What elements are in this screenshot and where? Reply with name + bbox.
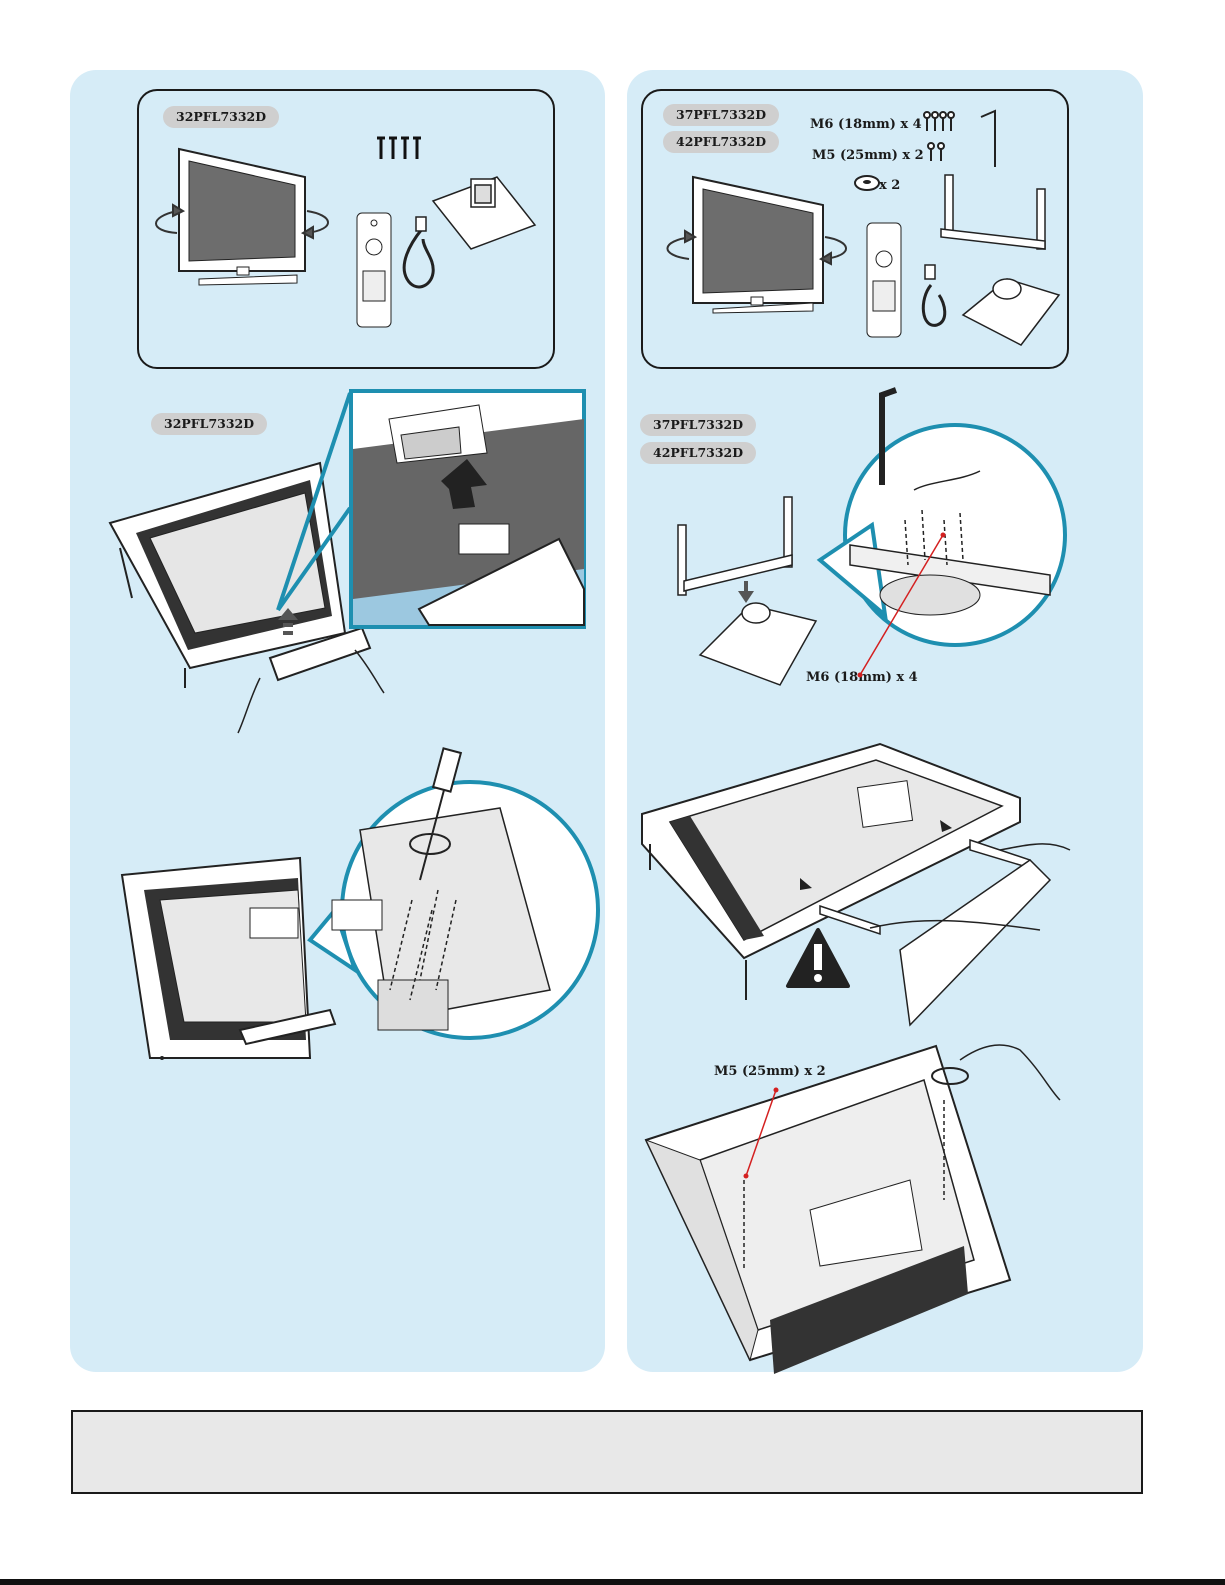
right-step3-illustration [640, 740, 1080, 1030]
note-box [71, 1410, 1143, 1494]
screw-icon [924, 112, 954, 161]
zoom-inset-illustration [349, 389, 586, 629]
stand-base-illustration [433, 177, 535, 249]
footer-rule [0, 1579, 1225, 1585]
right-step4-illustration [640, 1040, 1070, 1370]
right-step2-illustration [660, 385, 1060, 685]
power-cord-icon [404, 217, 433, 287]
screw-icon [377, 137, 421, 159]
stand-base-illustration [700, 603, 816, 685]
left-step3-illustration [120, 740, 590, 1065]
zoom-callout-outline [310, 782, 598, 1070]
right-package-contents-illustration [641, 89, 1065, 365]
remote-control-icon [357, 213, 391, 327]
left-package-contents-illustration [137, 89, 551, 365]
tv-illustration [693, 177, 823, 313]
tv-illustration [179, 149, 305, 285]
washer-icon [855, 176, 879, 190]
remote-control-icon [867, 223, 901, 337]
warning-icon [788, 930, 848, 986]
allen-key-icon [981, 111, 995, 167]
arrow-down-icon [738, 581, 754, 603]
stand-base-illustration [963, 279, 1059, 345]
power-cord-icon [923, 265, 944, 325]
stand-bracket-illustration [941, 175, 1045, 249]
stand-bracket-illustration [678, 497, 792, 595]
